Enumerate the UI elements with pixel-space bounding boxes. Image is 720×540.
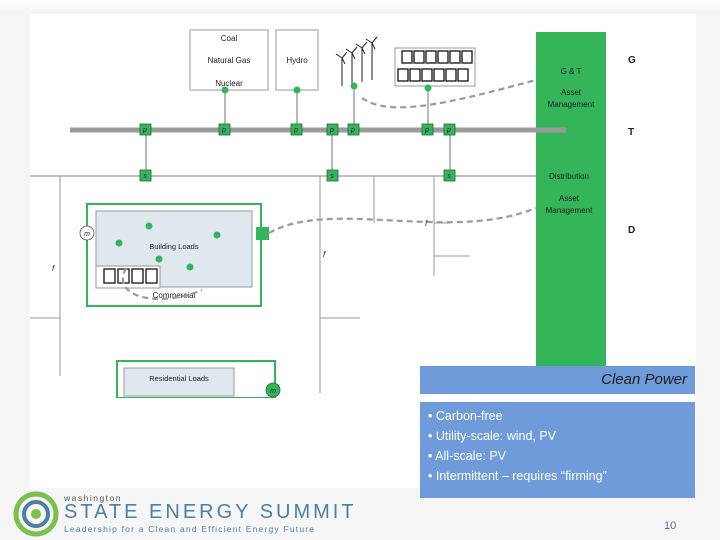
s-label: s [447,173,451,180]
m-node [79,225,95,241]
clean-power-list: • Carbon-free • Utility-scale: wind, PV … [428,406,687,486]
distribution-management-label: Management [546,206,593,215]
utility-solar-array-icon [394,47,476,87]
generation-label-nuclear: Nuclear [215,79,243,88]
clean-power-body: • Carbon-free • Utility-scale: wind, PV … [420,402,695,498]
commercial-load-dots [115,222,221,271]
p-nodes [139,123,456,136]
distribution-asset-label: Asset [559,194,580,203]
summit-name-text: STATE ENERGY SUMMIT [64,501,357,523]
frame-top [0,0,720,14]
communication-links [122,78,537,301]
p-label: p [350,127,355,134]
p-label: p [446,127,451,134]
frame-left [0,14,30,540]
clean-power-bullet: • All-scale: PV [428,449,507,463]
p-label: p [293,127,298,134]
hydro-label: Hydro [286,56,308,65]
gt-title: G & T [561,67,582,76]
distribution-title: Distribution [549,172,589,181]
tier-d-label: D [628,225,635,236]
p-label: p [221,127,226,134]
clean-power-header: Clean Power [420,366,695,394]
generation-label-coal: Coal [221,34,238,43]
grid-diagram: Coal Natural Gas Nuclear Hydro G & T [30,28,650,398]
gt-asset-label: Asset [561,88,582,97]
asset-management-bar [536,32,606,394]
generation-label-gas: Natural Gas [208,56,251,65]
summit-tagline-text: Leadership for a Clean and Efficient Ene… [64,524,316,534]
f-label: f [52,264,55,273]
generation-dots [221,82,432,94]
s-node-labels: s s s [143,173,451,180]
feeder-lines [30,176,470,393]
p-node-labels: p p p p p p p [142,127,451,134]
s-label: s [330,173,334,180]
clean-power-title: Clean Power [601,371,687,388]
summit-logo-icon [13,491,59,537]
wind-turbine-icons [335,36,378,86]
tier-t-label: T [628,127,634,138]
f-label: f [425,219,428,228]
building-loads-label: Building Loads [149,242,198,251]
p-label: p [424,127,429,134]
m-label: m [84,231,90,238]
clean-power-bullet: • Intermittent – requires “firming” [428,469,607,483]
clean-power-bullet: • Utility-scale: wind, PV [428,429,557,443]
residential-loads-panel [123,367,235,397]
f-label: f [323,250,326,259]
clean-power-bullet: • Carbon-free [428,409,503,423]
p-label: p [142,127,147,134]
s-nodes [139,169,456,182]
tier-g-label: G [628,55,636,66]
generation-connectors [145,86,451,176]
residential-m-node [265,382,281,398]
p-label: p [329,127,334,134]
m-label: m [270,388,276,395]
s-label: s [143,173,147,180]
commercial-meter-square [256,227,269,240]
page-number: 10 [664,520,677,532]
commercial-label: Commercial [153,291,196,300]
generation-box [189,29,269,91]
residential-loads-label: Residential Loads [149,374,209,383]
commercial-solar-icon [95,265,161,289]
gt-management-label: Management [548,100,595,109]
summit-org-text: washington [64,493,123,503]
frame-right [696,14,720,540]
